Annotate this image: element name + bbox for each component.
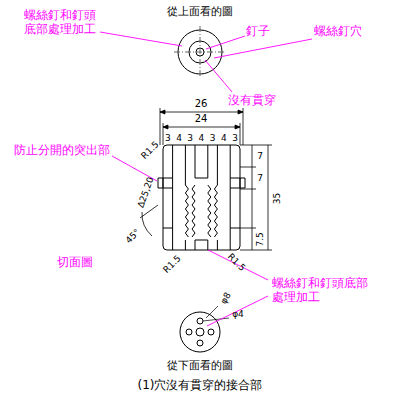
dimension-label: 3: [210, 133, 216, 144]
dimension-label: 4: [221, 133, 227, 144]
screw-thread: [185, 185, 188, 237]
dimension-label: R1.5: [139, 139, 161, 161]
dimension-label: 從上面看的圖: [167, 5, 233, 18]
note-label: 螺絲釘穴: [314, 24, 362, 38]
dimension-label: 3: [232, 133, 238, 144]
dimension-label: 從下面看的圖: [167, 359, 233, 372]
screw-thread: [192, 185, 195, 237]
dimension-label: 26: [195, 98, 208, 110]
dimension-label: 24: [195, 113, 208, 125]
dimension-label: R1.5: [225, 251, 247, 273]
screw-thread: [208, 185, 211, 237]
dimension-lines: [140, 108, 272, 250]
dimension-label: R1.5: [161, 253, 183, 275]
dimension-label: ∆25,20: [135, 175, 156, 209]
top-view: [174, 26, 226, 78]
dimension-label: 7.5: [255, 232, 266, 246]
note-label: 防止分開的突出部: [14, 143, 110, 157]
dimension-label: φ4: [232, 309, 244, 320]
screw-thread: [214, 185, 217, 237]
dimension-label: 45°: [124, 227, 143, 246]
dimension-label: 7: [257, 173, 263, 184]
section-view: [158, 145, 245, 250]
dimension-label: 4: [199, 133, 205, 144]
note-label: 釘子: [246, 24, 270, 38]
dimension-label: 3: [165, 133, 171, 144]
dimension-label: 35: [273, 192, 284, 203]
note-label: 螺絲釘和釘頭底部 處理加工: [272, 276, 373, 305]
dimension-label: 3: [187, 133, 193, 144]
note-label: 螺絲釘和釘頭 底部處理加工: [24, 8, 101, 37]
dimension-label: φ8: [218, 290, 233, 306]
note-label: 切面圖: [57, 255, 93, 269]
bottom-view: [180, 306, 229, 352]
dimension-label: 7: [257, 151, 263, 162]
note-label: 沒有貫穿: [228, 93, 276, 107]
caption: (1)穴沒有貫穿的接合部: [138, 378, 263, 392]
dimension-label: 4: [176, 133, 182, 144]
